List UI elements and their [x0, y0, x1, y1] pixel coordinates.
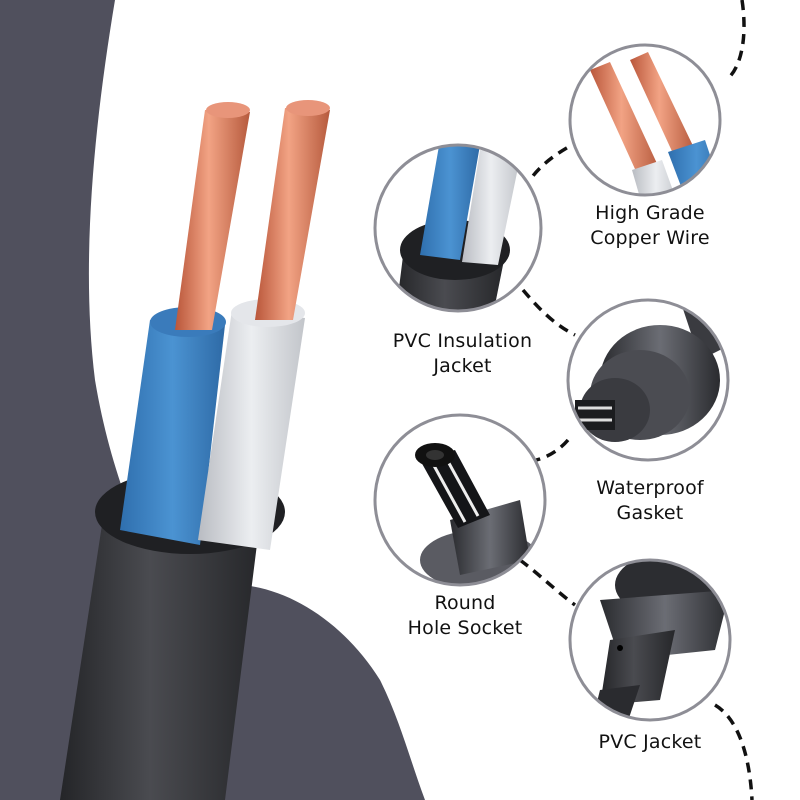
label-line: Jacket: [433, 355, 492, 377]
label-line: PVC Jacket: [598, 731, 702, 753]
socket-thumbnail: [375, 415, 545, 585]
label-line: Round: [434, 592, 496, 614]
label-line: Gasket: [616, 502, 684, 524]
label-round-hole-socket: Round Hole Socket: [390, 591, 540, 641]
label-line: Copper Wire: [590, 227, 710, 249]
label-waterproof-gasket: Waterproof Gasket: [575, 476, 725, 526]
gasket-thumbnail: [568, 300, 728, 460]
dashed-connector: [518, 0, 754, 800]
label-line: Waterproof: [596, 477, 704, 499]
label-line: Hole Socket: [407, 617, 523, 639]
jacket-thumbnail: [570, 560, 730, 720]
label-pvc-jacket: PVC Jacket: [575, 730, 725, 755]
label-line: High Grade: [595, 202, 705, 224]
main-cable: [60, 100, 330, 800]
label-pvc-insulation: PVC Insulation Jacket: [380, 329, 545, 379]
label-line: PVC Insulation: [392, 330, 533, 352]
insulation-thumbnail: [375, 145, 541, 311]
label-copper-wire: High Grade Copper Wire: [575, 201, 725, 251]
